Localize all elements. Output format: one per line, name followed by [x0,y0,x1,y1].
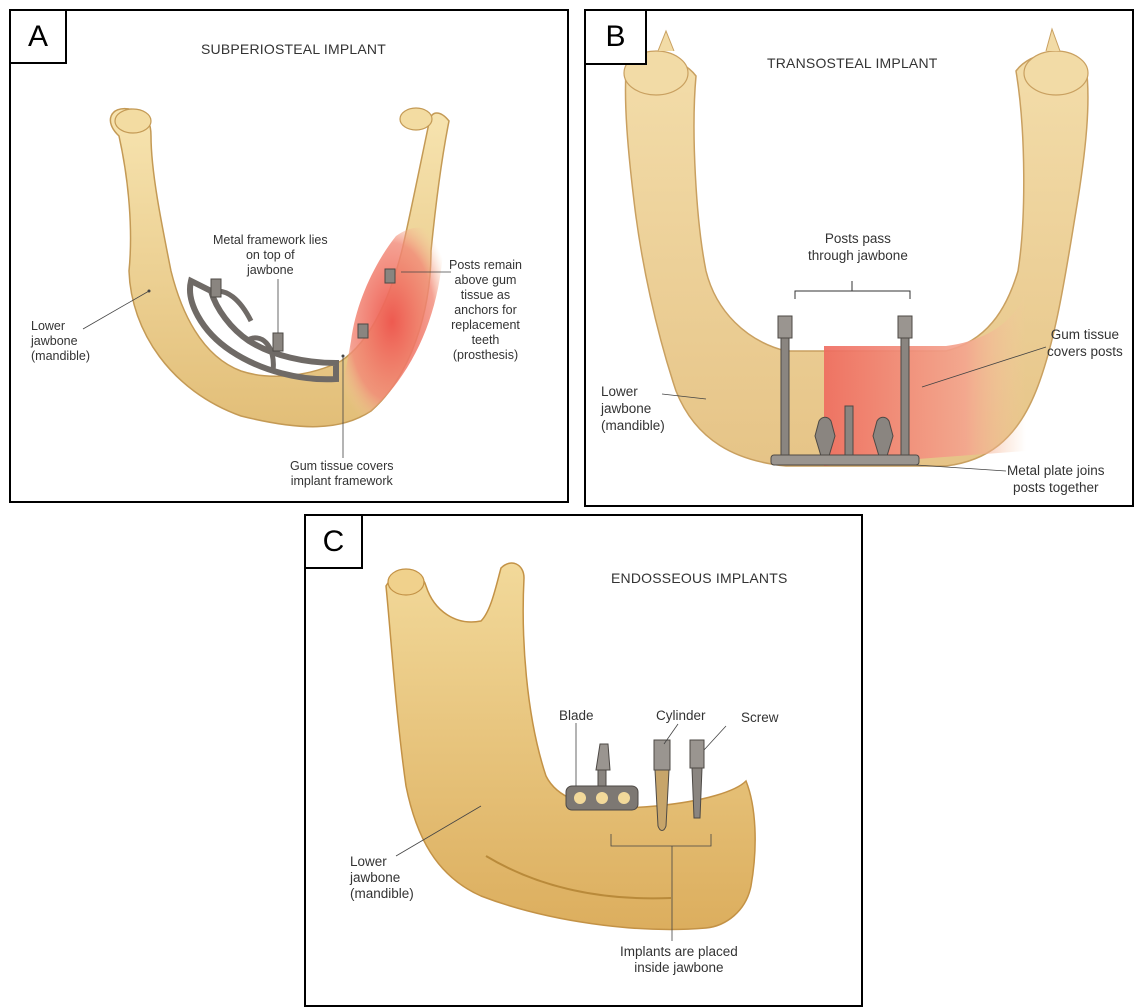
endosseous-jaw-illustration [306,516,861,1005]
panel-transosteal: B TRANSOSTEAL IMPLANT Posts pass through… [584,9,1134,507]
panel-endosseous: C ENDOSSEOUS IMPLANTS Blade Cylinder Scr… [304,514,863,1007]
jawbone-label: Lower jawbone (mandible) [601,383,665,434]
blade-implant [566,744,638,810]
post [358,324,368,338]
panel-title: ENDOSSEOUS IMPLANTS [611,570,788,586]
plate-label: Metal plate joins posts together [1007,462,1105,496]
posts-label: Posts remain above gum tissue as anchors… [449,258,522,363]
jawbone-label: Lower jawbone (mandible) [31,319,90,364]
inside-label: Implants are placed inside jawbone [620,944,738,976]
panel-letter: C [306,516,363,569]
gum-tissue [341,228,443,416]
panel-subperiosteal: A SUBPERIOSTEAL IMPLANT Metal framework … [9,9,569,503]
post [273,333,283,351]
post [211,279,221,297]
posts-label: Posts pass through jawbone [808,230,908,264]
framework-label: Metal framework lies on top of jawbone [213,233,328,278]
jawbone-label: Lower jawbone (mandible) [350,854,414,902]
panel-letter: B [586,11,647,65]
panel-title: TRANSOSTEAL IMPLANT [767,55,938,71]
blade-label: Blade [559,708,594,723]
cylinder-label: Cylinder [656,708,706,723]
panel-title: SUBPERIOSTEAL IMPLANT [201,41,386,57]
post [845,406,853,456]
gum-label: Gum tissue covers posts [1047,326,1123,360]
metal-plate [771,455,919,465]
post [385,269,395,283]
screw-label: Screw [741,710,779,725]
gum-label: Gum tissue covers implant framework [290,459,394,489]
panel-letter: A [11,11,67,64]
